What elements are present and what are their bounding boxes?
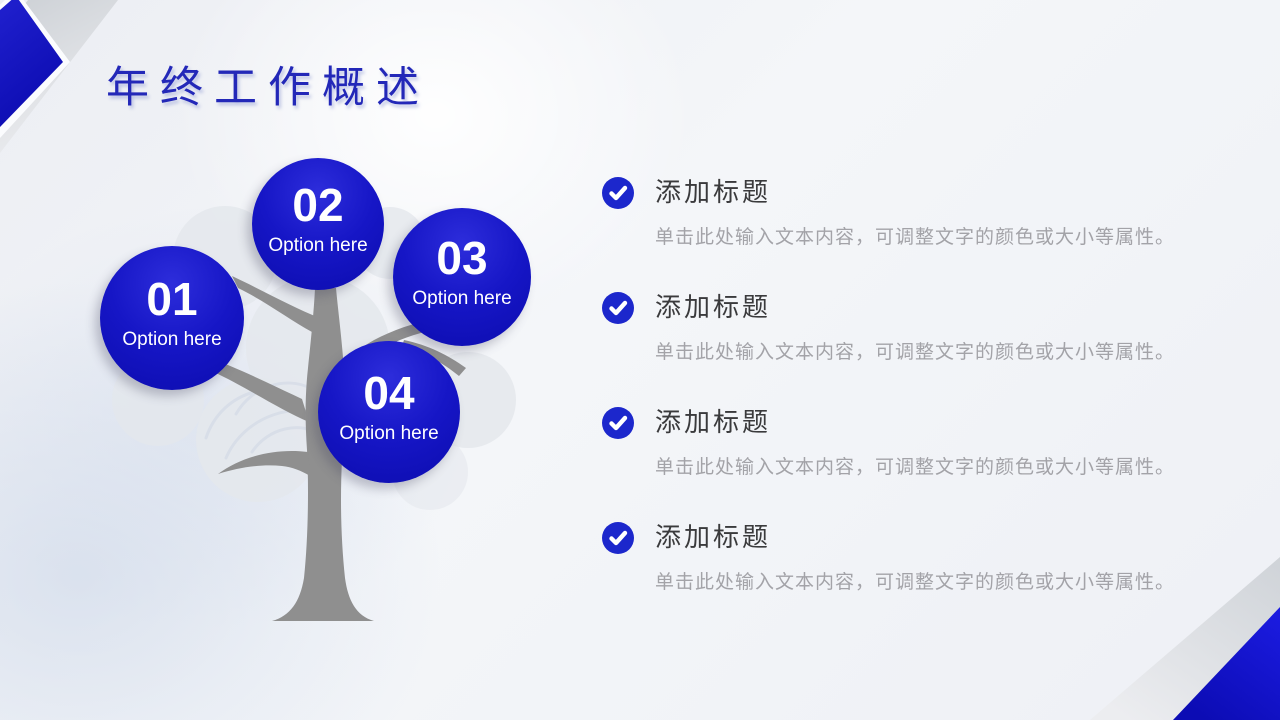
- node-number: 04: [363, 367, 415, 420]
- tree-branch-left: [202, 357, 309, 422]
- node-number: 02: [292, 179, 344, 232]
- text-section-1: 添加标题 单击此处输入文本内容，可调整文字的颜色或大小等属性。: [602, 177, 1182, 250]
- section-header: 添加标题: [602, 292, 1182, 324]
- tree-node-02: 02 Option here: [252, 158, 384, 290]
- section-body-text: 单击此处输入文本内容，可调整文字的颜色或大小等属性。: [655, 572, 1176, 593]
- node-label: Option here: [268, 235, 368, 257]
- text-section-3: 添加标题 单击此处输入文本内容，可调整文字的颜色或大小等属性。: [602, 407, 1182, 480]
- section-header: 添加标题: [602, 522, 1182, 554]
- tree-branch-upper-left: [232, 276, 320, 332]
- checkmark-circle-icon: [602, 407, 634, 439]
- section-body-text: 单击此处输入文本内容，可调整文字的颜色或大小等属性。: [655, 227, 1176, 248]
- tree-node-03: 03 Option here: [393, 208, 531, 346]
- tree-branch-droop: [218, 450, 310, 476]
- node-label: Option here: [412, 288, 512, 310]
- checkmark-circle-icon: [602, 522, 634, 554]
- node-label: Option here: [339, 423, 439, 445]
- text-section-2: 添加标题 单击此处输入文本内容，可调整文字的颜色或大小等属性。: [602, 292, 1182, 365]
- node-number: 01: [146, 273, 198, 326]
- checkmark-circle-icon: [602, 177, 634, 209]
- corner-top-left-decoration: [0, 0, 118, 153]
- checkmark-circle-icon: [602, 292, 634, 324]
- corner-bottom-right-decoration: [1090, 557, 1280, 720]
- section-body-text: 单击此处输入文本内容，可调整文字的颜色或大小等属性。: [655, 457, 1176, 478]
- node-number: 03: [436, 232, 488, 285]
- section-body-text: 单击此处输入文本内容，可调整文字的颜色或大小等属性。: [655, 342, 1176, 363]
- section-heading: 添加标题: [655, 408, 772, 437]
- tree-node-04: 04 Option here: [318, 341, 460, 483]
- text-section-4: 添加标题 单击此处输入文本内容，可调整文字的颜色或大小等属性。: [602, 522, 1182, 595]
- node-label: Option here: [122, 329, 222, 351]
- slide-title: 年终工作概述: [106, 64, 430, 112]
- section-header: 添加标题: [602, 177, 1182, 209]
- section-heading: 添加标题: [655, 523, 772, 552]
- tree-node-01: 01 Option here: [100, 246, 244, 390]
- section-header: 添加标题: [602, 407, 1182, 439]
- section-heading: 添加标题: [655, 178, 772, 207]
- section-heading: 添加标题: [655, 293, 772, 322]
